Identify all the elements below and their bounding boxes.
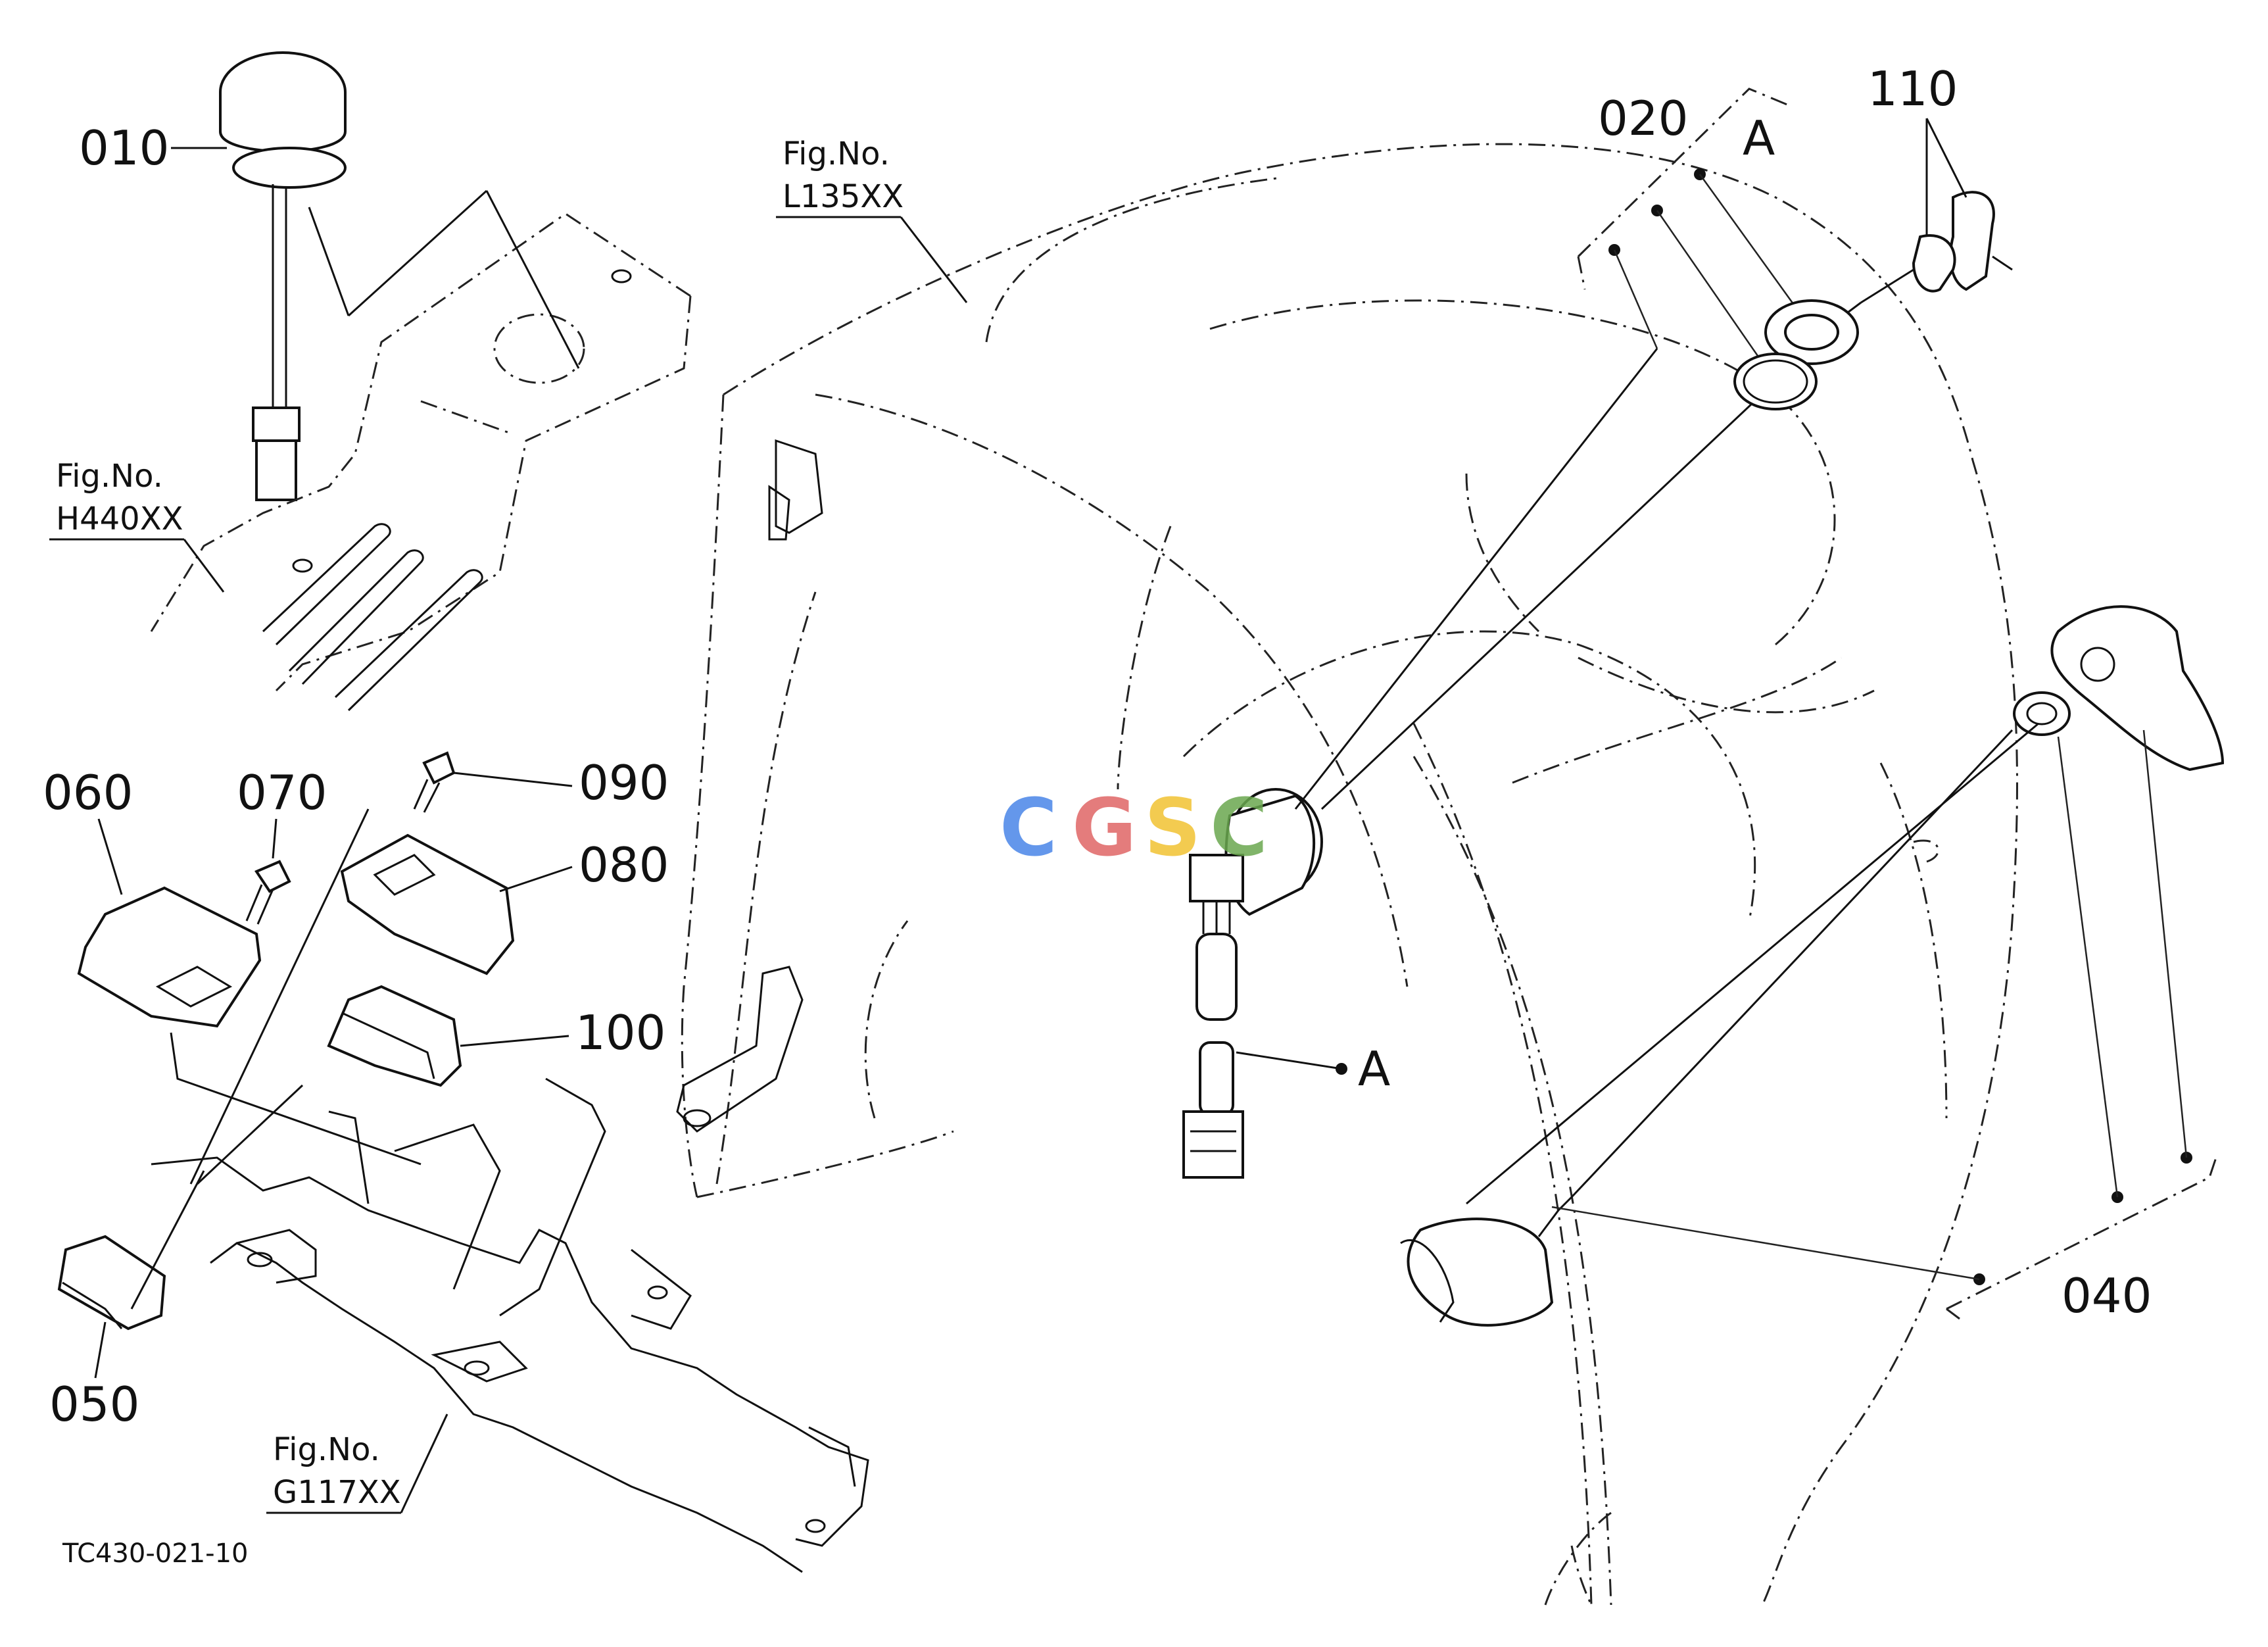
bracket-h440xx: [150, 189, 692, 712]
ref-label-a-bottom: A: [1358, 1041, 1390, 1096]
part-100-relay: [327, 985, 462, 1087]
part-040-switch: [1400, 605, 2225, 1327]
part-010-sensor: [171, 51, 347, 501]
part-060-relay: [77, 886, 262, 1028]
part-label-050: 050: [49, 1377, 139, 1432]
part-label-080: 080: [579, 837, 669, 893]
part-label-040: 040: [2062, 1268, 2152, 1323]
dashboard-cover-outline: [676, 143, 2018, 1606]
part-label-110: 110: [1868, 61, 1958, 116]
watermark-letter: C: [1210, 783, 1268, 874]
part-label-090: 090: [579, 755, 669, 810]
bracket-g117xx: [130, 808, 869, 1573]
ref-label-a-top: A: [1743, 111, 1775, 166]
part-110-keys: [1847, 191, 2013, 314]
part-label-020: 020: [1598, 91, 1688, 146]
figure-ref-line1: Fig.No.: [273, 1431, 380, 1468]
part-080-relay: [340, 833, 515, 975]
callout-020: [1294, 87, 1803, 810]
watermark-letter: S: [1144, 783, 1201, 874]
watermark-letter: C: [1000, 783, 1057, 874]
figure-ref-line2: H440XX: [56, 501, 183, 537]
watermark-letter: G: [1072, 783, 1137, 874]
part-020-key-switch: [1182, 788, 1323, 1179]
part-label-060: 060: [43, 765, 133, 820]
key-switch-bezel: [1733, 299, 1859, 410]
watermark: C G S C: [1000, 783, 1268, 874]
figure-ref-h440xx: Fig.No. H440XX: [49, 458, 225, 593]
figure-ref-line1: Fig.No.: [56, 458, 163, 495]
part-label-100: 100: [575, 1005, 665, 1060]
figure-ref-line2: G117XX: [273, 1474, 401, 1511]
part-090-bolt: [413, 751, 456, 813]
figure-ref-g117xx: Fig.No. G117XX: [266, 1413, 448, 1514]
part-070-bolt: [245, 860, 291, 925]
callout-040: [1466, 722, 2217, 1320]
drawing-code: TC430-021-10: [62, 1538, 248, 1569]
callout-a-harness: [1236, 1051, 1347, 1075]
part-050-relay: [57, 1235, 166, 1331]
part-label-010: 010: [79, 120, 169, 176]
figure-ref-line1: Fig.No.: [783, 135, 890, 172]
figure-ref-l135xx: Fig.No. L135XX: [776, 135, 968, 303]
figure-ref-line2: L135XX: [783, 178, 904, 215]
part-label-070: 070: [237, 765, 327, 820]
